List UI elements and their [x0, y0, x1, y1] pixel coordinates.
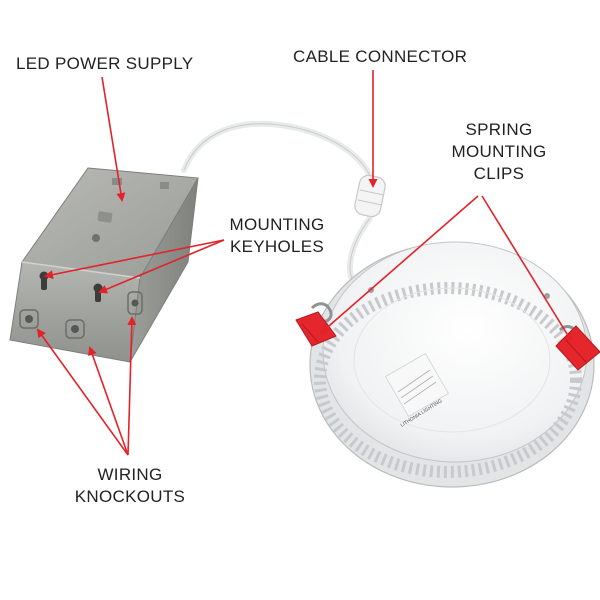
wiring-knockout-front-left	[19, 309, 39, 329]
label-cable-connector-text: CABLE CONNECTOR	[293, 47, 468, 66]
label-knockouts-line: KNOCKOUTS	[74, 487, 186, 506]
label-led-power-supply: LED POWER SUPPLY	[16, 53, 193, 75]
arrow-power-supply	[101, 76, 126, 202]
label-wiring-line: WIRING	[97, 465, 163, 484]
wiring-knockout-side	[127, 291, 143, 315]
label-keyholes-line-1: MOUNTING	[229, 215, 325, 234]
arrow-keyhole-left	[44, 239, 225, 280]
wiring-knockout-front-middle	[65, 319, 85, 339]
led-panel	[309, 241, 595, 488]
label-led-power-supply-text: LED POWER SUPPLY	[16, 54, 194, 73]
label-wiring-knockouts: WIRING KNOCKOUTS	[74, 464, 186, 508]
arrow-knockout-middle	[88, 346, 129, 456]
label-spring-line: SPRING	[465, 120, 533, 139]
power-cable-outline	[183, 123, 373, 181]
led-power-supply-box	[9, 167, 199, 363]
arrow-clip-left	[320, 195, 479, 334]
arrow-clip-right	[481, 195, 574, 344]
label-mounting-line: MOUNTING	[451, 142, 547, 161]
spring-clip-left	[295, 302, 337, 347]
annotation-lines	[36, 70, 574, 456]
arrow-knockout-side	[127, 316, 137, 456]
label-spring-mounting-clips: SPRING MOUNTING CLIPS	[444, 119, 554, 185]
label-mounting-keyholes: MOUNTING KEYHOLES	[222, 214, 332, 258]
arrow-keyhole-right	[98, 239, 225, 294]
label-cable-connector: CABLE CONNECTOR	[293, 46, 467, 68]
label-clips-line: CLIPS	[473, 164, 525, 183]
power-cable	[181, 120, 375, 183]
label-keyholes-line-2: KEYHOLES	[229, 237, 325, 256]
arrow-knockout-left	[36, 328, 129, 456]
cable-connector	[354, 174, 386, 218]
